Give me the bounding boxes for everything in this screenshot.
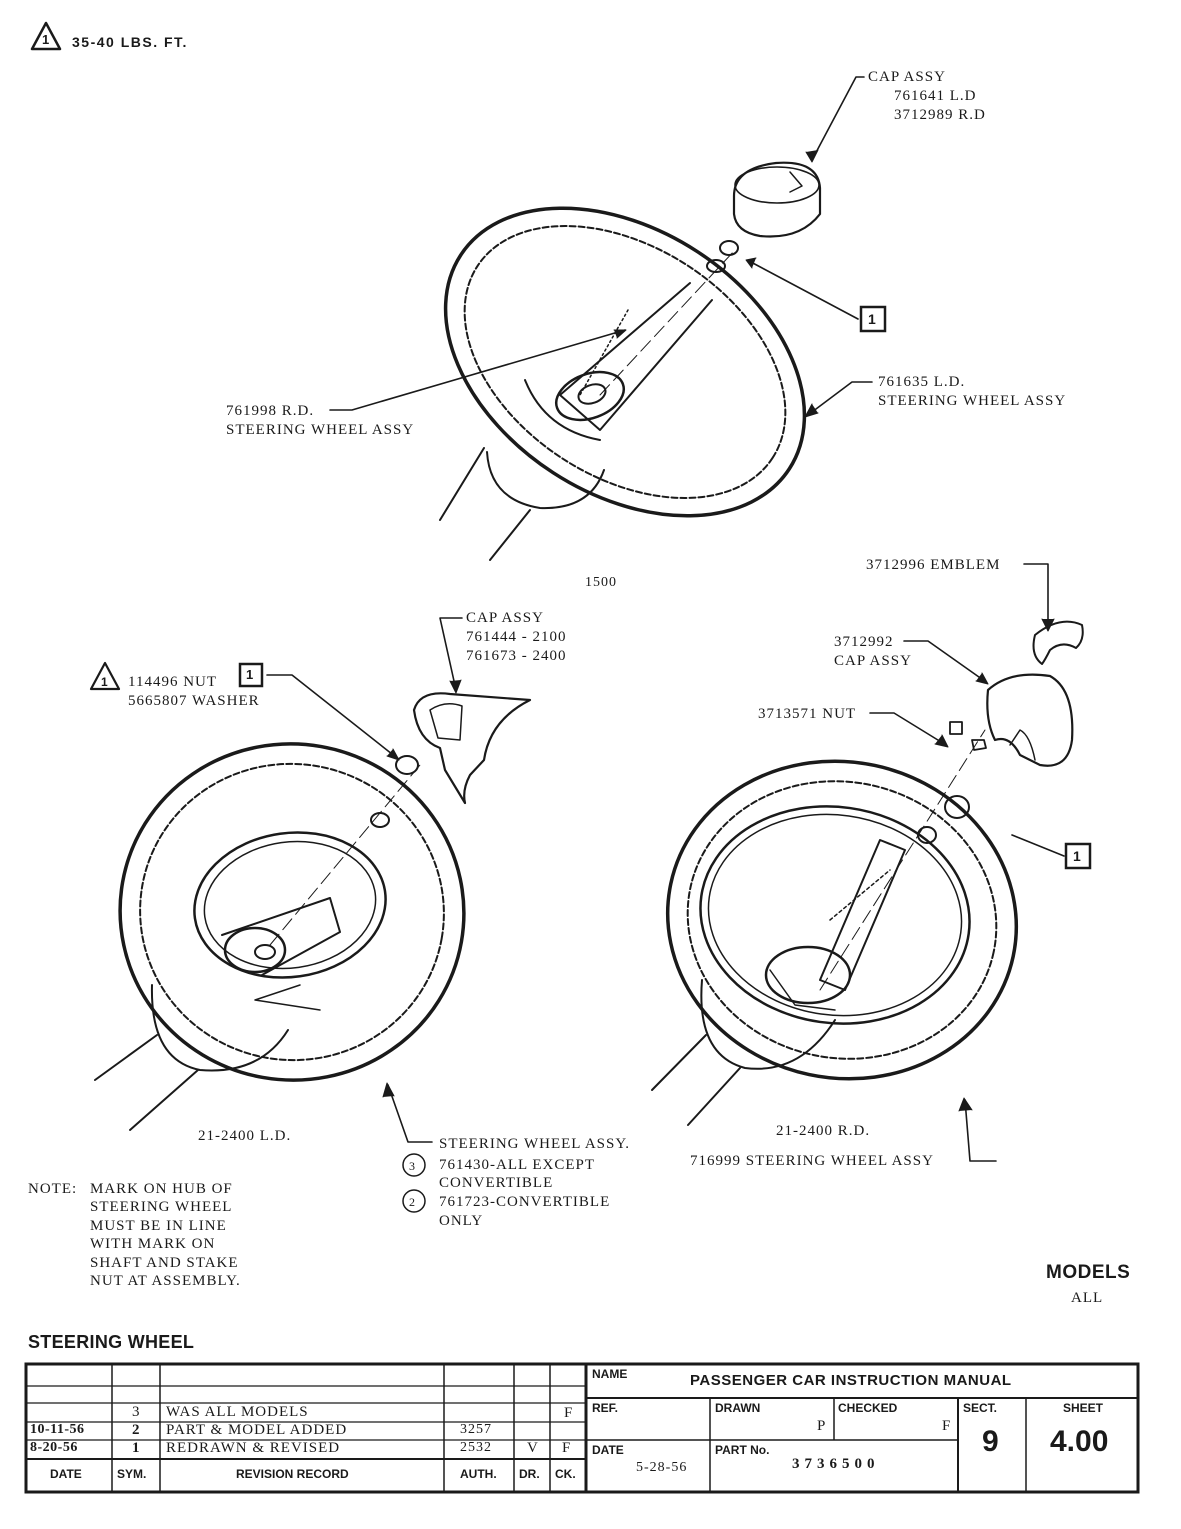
note-label: NOTE: <box>28 1181 78 1197</box>
rev3-circle <box>402 1153 426 1177</box>
rev-record: PART & MODEL ADDED <box>166 1422 348 1438</box>
left-cap-title: CAP ASSY <box>466 610 544 626</box>
drawn-value: P <box>817 1418 827 1434</box>
checked-label: CHECKED <box>838 1401 898 1415</box>
rev-record: REDRAWN & REVISED <box>166 1440 341 1456</box>
rev-sym: 3 <box>132 1404 141 1420</box>
left-cap-line1: 761444 - 2100 <box>466 629 567 645</box>
top-steering-wheel-drawing <box>329 76 873 561</box>
rev-ck: F <box>564 1405 574 1421</box>
right-callout-number: 1 <box>1073 848 1082 864</box>
note-line: WITH MARK ON <box>90 1236 216 1252</box>
partno-label: PART No. <box>715 1443 770 1457</box>
right-nut: 3713571 NUT <box>758 706 857 722</box>
header-auth: AUTH. <box>460 1467 497 1481</box>
top-cap-title: CAP ASSY <box>868 69 946 85</box>
header-date: DATE <box>50 1467 82 1481</box>
torque-warning-triangle-icon <box>30 21 62 51</box>
left-steering-wheel-drawing <box>89 617 532 1143</box>
header-record: REVISION RECORD <box>236 1467 349 1481</box>
note-line: SHAFT AND STAKE <box>90 1255 239 1271</box>
torque-note: 35-40 LBS. FT. <box>72 34 188 50</box>
right-wheel: 716999 STEERING WHEEL ASSY <box>690 1153 934 1169</box>
sheet-label: SHEET <box>1063 1401 1104 1415</box>
sheet-value: 4.00 <box>1050 1425 1109 1458</box>
date-label: DATE <box>592 1443 624 1457</box>
left-callout-box <box>238 662 264 688</box>
date-value: 5-28-56 <box>636 1460 688 1475</box>
top-ld-part: 761635 L.D. <box>878 374 966 390</box>
sect-label: SECT. <box>963 1401 998 1415</box>
rev-date: 10-11-56 <box>30 1422 85 1437</box>
partno-value: 3736500 <box>792 1456 880 1472</box>
note-line: NUT AT ASSEMBLY. <box>90 1273 241 1289</box>
left-wheel-opt2-symbol: 2 <box>409 1195 415 1209</box>
torque-symbol-number: 1 <box>42 32 50 47</box>
rev-record: WAS ALL MODELS <box>166 1404 309 1420</box>
rev-auth: 2532 <box>460 1440 492 1455</box>
top-cap-rd: 3712989 R.D <box>894 107 986 123</box>
title-block-grid <box>24 1362 1140 1494</box>
note-line: STEERING WHEEL <box>90 1199 233 1215</box>
rev-ck: F <box>562 1440 572 1456</box>
left-wheel-opt1-symbol: 3 <box>409 1159 415 1173</box>
left-cap-line2: 761673 - 2400 <box>466 648 567 664</box>
left-callout-number: 1 <box>246 667 254 682</box>
left-wheel-opt1-line2: CONVERTIBLE <box>439 1175 554 1191</box>
sect-value: 9 <box>982 1425 999 1458</box>
left-washer-label: 5665807 WASHER <box>128 693 260 709</box>
top-callout-number: 1 <box>868 311 877 327</box>
rev-sym: 2 <box>132 1422 141 1438</box>
drawn-label: DRAWN <box>715 1401 761 1415</box>
left-wheel-opt2-line2: ONLY <box>439 1213 484 1229</box>
right-steering-wheel-drawing <box>651 563 1084 1162</box>
left-nut-label: 114496 NUT <box>128 674 218 690</box>
checked-value: F <box>942 1418 952 1434</box>
right-cap-part: 3712992 <box>834 634 894 650</box>
right-cap-name: CAP ASSY <box>834 653 912 669</box>
models-title: MODELS <box>1046 1262 1131 1283</box>
note-line: MARK ON HUB OF <box>90 1181 233 1197</box>
top-rd-name: STEERING WHEEL ASSY <box>226 422 415 438</box>
name-value: PASSENGER CAR INSTRUCTION MANUAL <box>690 1372 1012 1389</box>
top-callout-box <box>859 305 887 333</box>
rev2-circle <box>402 1189 426 1213</box>
left-model: 21-2400 L.D. <box>198 1128 292 1144</box>
top-cap-ld: 761641 L.D <box>894 88 977 104</box>
right-callout-box <box>1064 842 1092 870</box>
right-emblem: 3712996 EMBLEM <box>866 557 1001 573</box>
section-title: STEERING WHEEL <box>28 1332 195 1352</box>
ref-label: REF. <box>592 1401 619 1415</box>
center-code: 1500 <box>585 575 617 590</box>
rev-dr: V <box>527 1440 539 1456</box>
rev-auth: 3257 <box>460 1422 492 1437</box>
left-wheel-opt2-line1: 761723-CONVERTIBLE <box>439 1194 611 1210</box>
header-dr: DR. <box>519 1467 540 1481</box>
top-ld-name: STEERING WHEEL ASSY <box>878 393 1067 409</box>
right-model: 21-2400 R.D. <box>776 1123 871 1139</box>
left-nut-symbol: 1 <box>101 675 109 689</box>
name-label: NAME <box>592 1367 628 1381</box>
left-wheel-opt1-line1: 761430-ALL EXCEPT <box>439 1157 596 1173</box>
rev-sym: 1 <box>132 1440 141 1456</box>
top-rd-part: 761998 R.D. <box>226 403 315 419</box>
rev-date: 8-20-56 <box>30 1440 78 1455</box>
models-value: ALL <box>1071 1290 1104 1306</box>
header-sym: SYM. <box>117 1467 147 1481</box>
header-ck: CK. <box>555 1467 576 1481</box>
left-wheel-title: STEERING WHEEL ASSY. <box>439 1136 630 1152</box>
note-line: MUST BE IN LINE <box>90 1218 227 1234</box>
